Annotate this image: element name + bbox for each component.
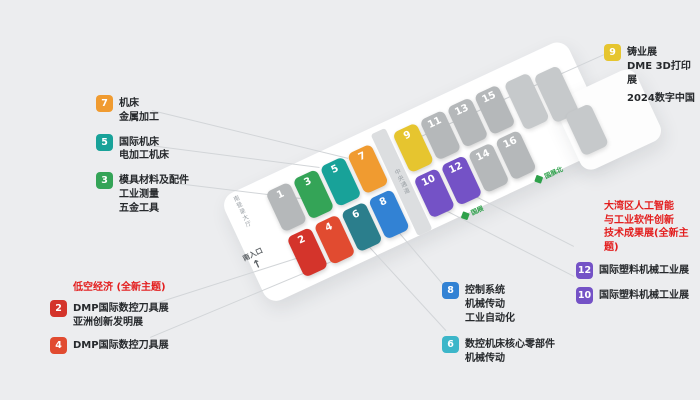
legend-line: 机床	[119, 98, 139, 109]
hall-number: 6	[350, 208, 362, 222]
legend-item-hall5: 5 国际机床 电加工机床	[96, 133, 189, 164]
legend-line: 亚洲创新发明展	[73, 316, 143, 328]
hall-number: 1	[275, 188, 287, 202]
legend-line: 工业测量	[119, 188, 159, 200]
hall5-badge: 5	[96, 133, 113, 151]
legend-line: 与工业软件创新	[604, 214, 674, 226]
hall3-badge: 3	[96, 172, 113, 190]
legend-item-hall8: 8 控制系统 机械传动 工业自动化	[442, 282, 555, 325]
legend-line: 控制系统	[465, 285, 505, 296]
legend-item-hall10: 10 国际塑料机械工业展	[576, 287, 700, 304]
legend-group-bottom-center: 8 控制系统 机械传动 工业自动化 6 数控机床核心零部件 机械传动	[442, 282, 555, 366]
legend-line: 机械传动	[465, 298, 505, 310]
hall-number: 3	[302, 175, 314, 189]
metro-station-icon	[534, 174, 544, 184]
hall-number: 7	[356, 150, 368, 164]
legend-line: DMP国际数控刀具展	[73, 339, 169, 351]
hall-number: 15	[480, 89, 498, 106]
legend-line: 技术成果展(全新主题)	[604, 228, 689, 253]
hall-number: 10	[419, 173, 438, 189]
legend-item-hall12: 12 国际塑料机械工业展	[576, 262, 700, 279]
legend-line: 五金工具	[119, 202, 159, 214]
legend-line: DME 3D打印展	[627, 60, 691, 86]
hall-number: 16	[501, 135, 519, 151]
hall-number: 13	[453, 102, 471, 119]
hall-number: 9	[402, 129, 413, 143]
hall9-badge: 9	[604, 44, 621, 61]
hall-number: 5	[329, 163, 341, 176]
legend-line: 国际塑料机械工业展	[599, 265, 689, 276]
legend-line: 大湾区人工智能	[604, 201, 674, 212]
hall10-badge: 10	[576, 287, 593, 304]
connector-line-hall10	[439, 207, 575, 277]
connector-line-hall12	[467, 192, 575, 247]
legend-group-top-left: 7 机床 金属加工 5 国际机床 电加工机床 3 模具材料及配件 工业测量 五金…	[96, 95, 189, 216]
up-arrow-icon: ↑	[250, 256, 265, 273]
hall-number: 12	[447, 160, 465, 177]
legend-group-right: 大湾区人工智能 与工业软件创新 技术成果展(全新主题) 12 国际塑料机械工业展…	[576, 200, 700, 304]
hall-number: 2	[296, 233, 308, 247]
metro-station-icon	[460, 210, 470, 220]
legend-item-hall4: 4 DMP国际数控刀具展	[50, 336, 169, 354]
ai-industrial-software-title: 大湾区人工智能 与工业软件创新 技术成果展(全新主题)	[604, 200, 700, 254]
legend-line: 铸业展	[627, 47, 657, 58]
legend-line: 工业自动化	[465, 312, 515, 324]
legend-item-hall3: 3 模具材料及配件 工业测量 五金工具	[96, 172, 189, 215]
hall-number: 4	[323, 221, 335, 234]
legend-line: 国际机床	[119, 136, 159, 148]
hall-number: 8	[377, 195, 389, 209]
hall6-badge: 6	[442, 336, 459, 354]
legend-line: 数控机床核心零部件	[465, 339, 555, 351]
legend-line: 模具材料及配件	[119, 175, 189, 187]
connector-line-hall6	[369, 247, 447, 331]
hall-number: 11	[426, 115, 444, 131]
legend-line: 电加工机床	[119, 150, 169, 162]
legend-item-hall7: 7 机床 金属加工	[96, 95, 189, 125]
hall4-badge: 4	[50, 336, 67, 354]
legend-line: 机械传动	[465, 353, 505, 365]
legend-line: 金属加工	[119, 111, 159, 123]
legend-item-hall6: 6 数控机床核心零部件 机械传动	[442, 336, 555, 366]
legend-line: 2024数字中国	[627, 93, 695, 105]
hall7-badge: 7	[96, 95, 113, 112]
legend-line: 国际塑料机械工业展	[599, 290, 689, 301]
legend-line: DMP国际数控刀具展	[73, 303, 169, 314]
hall12-badge: 12	[576, 262, 593, 279]
hall2-badge: 2	[50, 300, 67, 317]
legend-group-top-right: 9 铸业展 DME 3D打印展 2024数字中国	[604, 44, 700, 106]
low-altitude-economy-title: 低空经济 (全新主题)	[73, 282, 166, 293]
hall8-badge: 8	[442, 282, 459, 299]
hall-number: 14	[474, 147, 492, 164]
legend-group-bottom-left: 低空经济 (全新主题) 2 DMP国际数控刀具展 亚洲创新发明展 4 DMP国际…	[50, 278, 169, 354]
legend-item-hall2: 2 DMP国际数控刀具展 亚洲创新发明展	[50, 300, 169, 330]
